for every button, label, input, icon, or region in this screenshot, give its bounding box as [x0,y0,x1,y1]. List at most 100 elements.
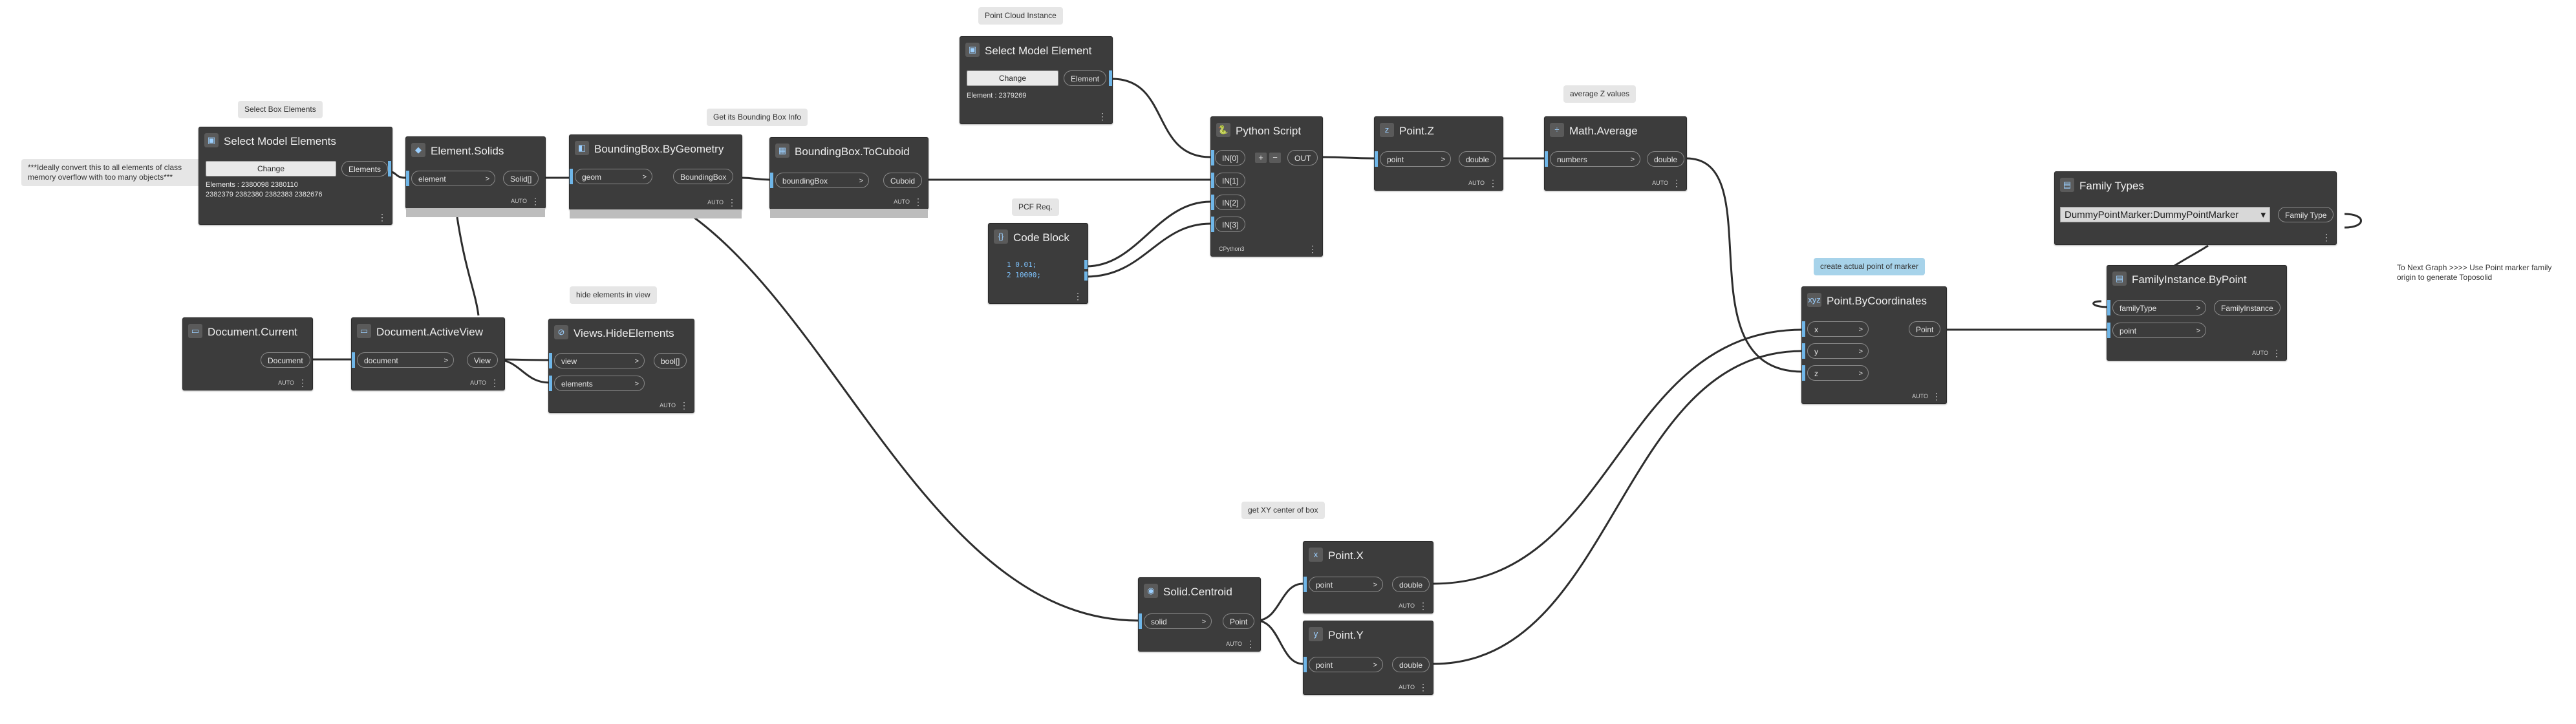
input-port[interactable] [570,169,573,184]
input-port[interactable] [2107,300,2110,315]
menu-dots-icon[interactable]: ⋮ [2322,232,2331,242]
output-point[interactable]: Point [1223,613,1255,629]
menu-dots-icon[interactable]: ⋮ [1073,291,1082,301]
menu-dots-icon[interactable]: ⋮ [727,197,736,208]
menu-dots-icon[interactable]: ⋮ [298,378,307,388]
input-port[interactable] [1802,321,1805,337]
input-view[interactable]: view> [554,353,645,368]
input-point[interactable]: point> [2112,323,2206,338]
input-port[interactable] [1545,151,1548,167]
input-point[interactable]: point> [1380,151,1451,167]
node-familyinstance-bypoint[interactable]: ▤ FamilyInstance.ByPoint familyType> Fam… [2107,265,2287,361]
node-python-script[interactable]: 🐍 Python Script IN[0] + − OUT IN[1] IN[2… [1210,116,1323,257]
input-point[interactable]: point> [1309,657,1383,672]
node-document-activeview[interactable]: ▭ Document.ActiveView document> View AUT… [351,317,505,390]
lacing-label[interactable]: AUTO [660,402,676,409]
input-solid[interactable]: solid> [1144,613,1212,629]
input-familytype[interactable]: familyType> [2112,300,2206,315]
menu-dots-icon[interactable]: ⋮ [1419,682,1428,692]
node-math-average[interactable]: ÷ Math.Average numbers> double AUTO ⋮ [1544,116,1687,191]
lacing-label[interactable]: AUTO [1399,684,1415,690]
input-port[interactable] [1304,657,1307,672]
input-port[interactable] [1211,217,1214,232]
menu-dots-icon[interactable]: ⋮ [1419,601,1428,611]
output-family-type[interactable]: Family Type [2278,207,2334,222]
node-point-z[interactable]: z Point.Z point> double AUTO ⋮ [1374,116,1503,191]
node-select-model-element[interactable]: ▣ Select Model Element Change Element El… [960,36,1113,124]
lacing-label[interactable]: AUTO [2252,350,2268,356]
menu-dots-icon[interactable]: ⋮ [490,378,499,388]
output-cuboid[interactable]: Cuboid [883,173,923,188]
output-port[interactable] [1109,70,1112,86]
menu-dots-icon[interactable]: ⋮ [680,400,689,410]
output-bool[interactable]: bool[] [654,353,687,368]
output-document[interactable]: Document [261,352,310,368]
menu-dots-icon[interactable]: ⋮ [1098,111,1107,122]
menu-dots-icon[interactable]: ⋮ [914,197,923,207]
menu-dots-icon[interactable]: ⋮ [1488,178,1497,188]
code-line-1[interactable]: 1 0.01; [1007,261,1037,269]
add-input-button[interactable]: + [1255,153,1267,163]
node-code-block[interactable]: {} Code Block 1 0.01; 2 10000; ⋮ [988,223,1088,304]
node-document-current[interactable]: ▭ Document.Current Document AUTO ⋮ [182,317,313,390]
input-document[interactable]: document> [357,352,454,368]
menu-dots-icon[interactable]: ⋮ [1672,178,1681,188]
lacing-label[interactable]: AUTO [1399,602,1415,609]
lacing-label[interactable]: AUTO [470,379,486,386]
output-elements[interactable]: Elements [341,161,389,176]
node-solid-centroid[interactable]: ◉ Solid.Centroid solid> Point AUTO ⋮ [1138,577,1261,652]
lacing-label[interactable]: AUTO [1912,393,1928,399]
input-in0[interactable]: IN[0] [1215,150,1246,165]
menu-dots-icon[interactable]: ⋮ [1932,391,1941,401]
input-numbers[interactable]: numbers> [1550,151,1640,167]
input-port[interactable] [1802,365,1805,381]
input-port[interactable] [549,376,552,391]
output-view[interactable]: View [467,352,498,368]
menu-dots-icon[interactable]: ⋮ [531,196,540,206]
output-double[interactable]: double [1647,151,1685,167]
node-views-hideelements[interactable]: ⊘ Views.HideElements view> bool[] elemen… [548,319,694,413]
menu-dots-icon[interactable]: ⋮ [378,212,387,222]
input-element[interactable]: element> [411,171,495,186]
input-port[interactable] [549,353,552,368]
output-port[interactable] [1084,260,1088,269]
lacing-label[interactable]: AUTO [278,379,294,386]
input-port[interactable] [406,171,409,186]
remove-input-button[interactable]: − [1269,153,1281,163]
output-double[interactable]: double [1392,577,1430,592]
input-port[interactable] [770,173,773,188]
menu-dots-icon[interactable]: ⋮ [2272,348,2281,358]
input-port[interactable] [1802,343,1805,359]
input-in2[interactable]: IN[2] [1215,195,1246,210]
input-port[interactable] [1139,613,1142,629]
change-button[interactable]: Change [967,70,1058,86]
family-type-dropdown[interactable]: DummyPointMarker:DummyPointMarker▾ [2060,207,2270,222]
input-z[interactable]: z> [1807,365,1869,381]
node-family-types[interactable]: ▤ Family Types DummyPointMarker:DummyPoi… [2054,171,2337,245]
lacing-label[interactable]: AUTO [1652,180,1668,186]
output-familyinstance[interactable]: FamilyInstance [2214,300,2281,315]
input-y[interactable]: y> [1807,343,1869,359]
output-out[interactable]: OUT [1287,150,1318,165]
input-geom[interactable]: geom> [575,169,652,184]
menu-dots-icon[interactable]: ⋮ [1308,244,1317,254]
input-port[interactable] [1211,195,1214,210]
output-double[interactable]: double [1459,151,1497,167]
node-point-y[interactable]: y Point.Y point> double AUTO ⋮ [1303,621,1433,695]
lacing-label[interactable]: AUTO [1468,180,1485,186]
node-point-x[interactable]: x Point.X point> double AUTO ⋮ [1303,541,1433,613]
output-boundingbox[interactable]: BoundingBox [673,169,734,184]
code-line-2[interactable]: 2 10000; [1007,271,1041,279]
node-point-bycoordinates[interactable]: xyz Point.ByCoordinates x> Point y> z> A… [1801,286,1947,404]
node-boundingbox-bygeometry[interactable]: ◧ BoundingBox.ByGeometry geom> BoundingB… [569,134,742,218]
lacing-label[interactable]: AUTO [511,198,527,204]
input-port[interactable] [1304,577,1307,592]
output-port[interactable] [388,161,391,176]
node-boundingbox-tocuboid[interactable]: ▦ BoundingBox.ToCuboid boundingBox> Cubo… [769,137,928,218]
output-double[interactable]: double [1392,657,1430,672]
input-boundingbox[interactable]: boundingBox> [775,173,869,188]
input-in3[interactable]: IN[3] [1215,217,1246,232]
input-port[interactable] [1211,173,1214,188]
output-point[interactable]: Point [1909,321,1941,337]
menu-dots-icon[interactable]: ⋮ [1246,639,1255,649]
